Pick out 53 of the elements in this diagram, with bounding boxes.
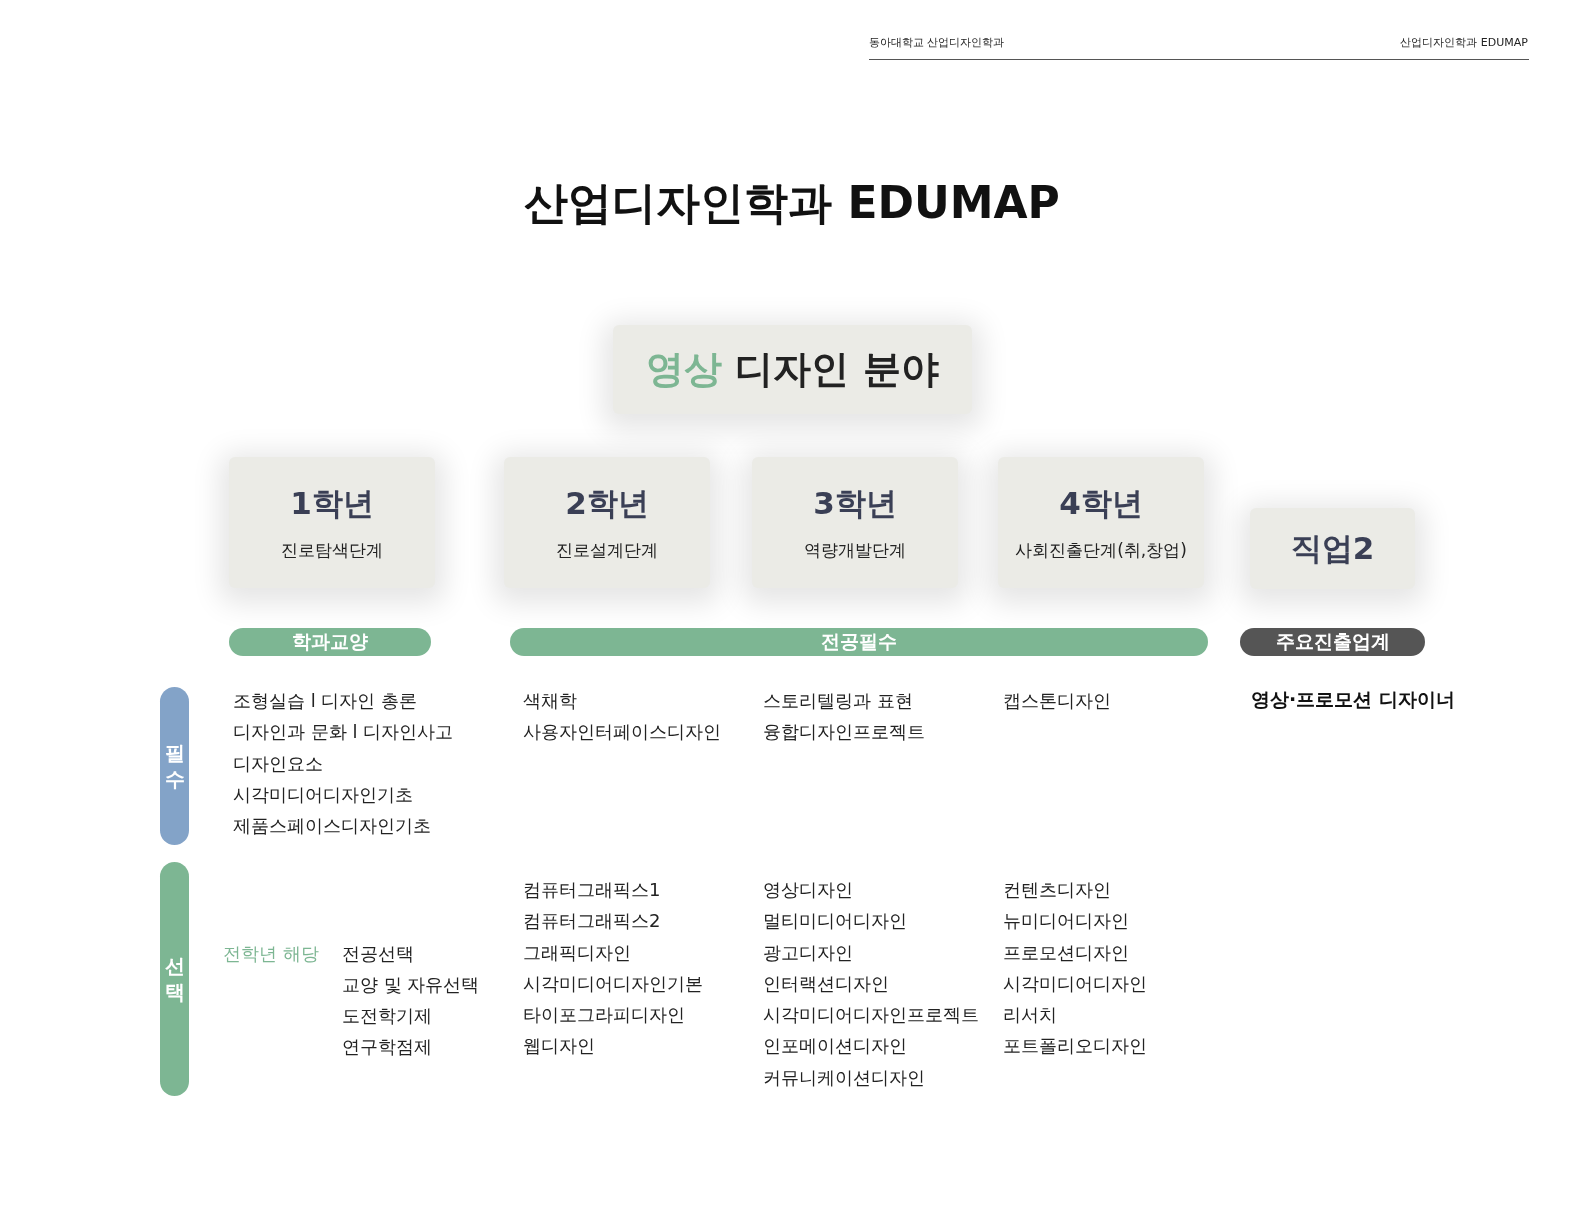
year-heading: 1학년 xyxy=(290,484,374,523)
stage-name: 진로설계단계 xyxy=(556,539,658,562)
course-name: 융합디자인프로젝트 xyxy=(763,721,925,743)
course-name: 인포메이션디자인 xyxy=(763,1035,907,1057)
course-name: 연구학점제 xyxy=(342,1036,432,1058)
course-name: 시각미디어디자인기본 xyxy=(523,973,703,995)
course-name: 컨텐츠디자인 xyxy=(1003,879,1111,901)
header-text: 동아대학교 산업디자인학과 xyxy=(869,36,1005,50)
course-name: 스토리텔링과 표현 xyxy=(763,690,913,712)
course-name: 조형실습 l 디자인 총론 xyxy=(233,690,418,712)
stage-name: 진로탐색단계 xyxy=(281,539,383,562)
course-name: 시각미디어디자인 xyxy=(1003,973,1147,995)
course-name: 광고디자인 xyxy=(763,942,853,964)
course-name: 디자인요소 xyxy=(233,753,323,775)
header-text: 산업디자인학과 EDUMAP xyxy=(1400,36,1528,50)
course-name: 뉴미디어디자인 xyxy=(1003,910,1129,932)
category-pill: 학과교양 xyxy=(229,628,431,656)
category-pill: 전공필수 xyxy=(510,628,1208,656)
page-title: 산업디자인학과 EDUMAP xyxy=(523,176,1061,230)
course-name: 사용자인터페이스디자인 xyxy=(523,721,721,743)
course-name: 컴퓨터그래픽스1 xyxy=(523,879,661,901)
course-name: 도전학기제 xyxy=(342,1005,432,1027)
category-pill: 주요진출업계 xyxy=(1240,628,1425,656)
course-name: 제품스페이스디자인기초 xyxy=(233,815,431,837)
course-name: 포트폴리오디자인 xyxy=(1003,1035,1147,1057)
course-name: 디자인과 문화 l 디자인사고 xyxy=(233,721,454,743)
course-name: 전공선택 xyxy=(342,943,414,965)
course-name: 교양 및 자유선택 xyxy=(342,974,480,996)
course-name: 웹디자인 xyxy=(523,1035,595,1057)
stage-name: 사회진출단계(취,창업) xyxy=(1015,539,1187,562)
year-heading: 4학년 xyxy=(1059,484,1143,523)
year-heading: 2학년 xyxy=(565,484,649,523)
course-name: 멀티미디어디자인 xyxy=(763,910,907,932)
stage-name: 역량개발단계 xyxy=(804,539,906,562)
course-name: 타이포그라피디자인 xyxy=(523,1004,685,1026)
career-text: 영상·프로모션 디자이너 xyxy=(1251,688,1455,710)
course-name: 컴퓨터그래픽스2 xyxy=(523,910,661,932)
year-heading: 3학년 xyxy=(813,484,897,523)
note-text: 전학년 해당 xyxy=(223,943,319,965)
course-name: 영상디자인 xyxy=(763,879,853,901)
course-name: 시각미디어디자인기초 xyxy=(233,784,413,806)
job-heading: 직업2 xyxy=(1290,528,1375,568)
course-name: 캡스톤디자인 xyxy=(1003,690,1111,712)
course-name: 시각미디어디자인프로젝트 xyxy=(763,1004,979,1026)
category-pill: 필수 xyxy=(160,687,189,845)
course-name: 리서치 xyxy=(1003,1004,1057,1026)
category-pill: 선택 xyxy=(160,862,189,1096)
course-name: 그래픽디자인 xyxy=(523,942,631,964)
field-heading: 영상 디자인 분야 xyxy=(646,346,939,393)
course-name: 프로모션디자인 xyxy=(1003,942,1129,964)
course-name: 인터랙션디자인 xyxy=(763,973,889,995)
course-name: 커뮤니케이션디자인 xyxy=(763,1067,925,1089)
course-name: 색채학 xyxy=(523,690,577,712)
